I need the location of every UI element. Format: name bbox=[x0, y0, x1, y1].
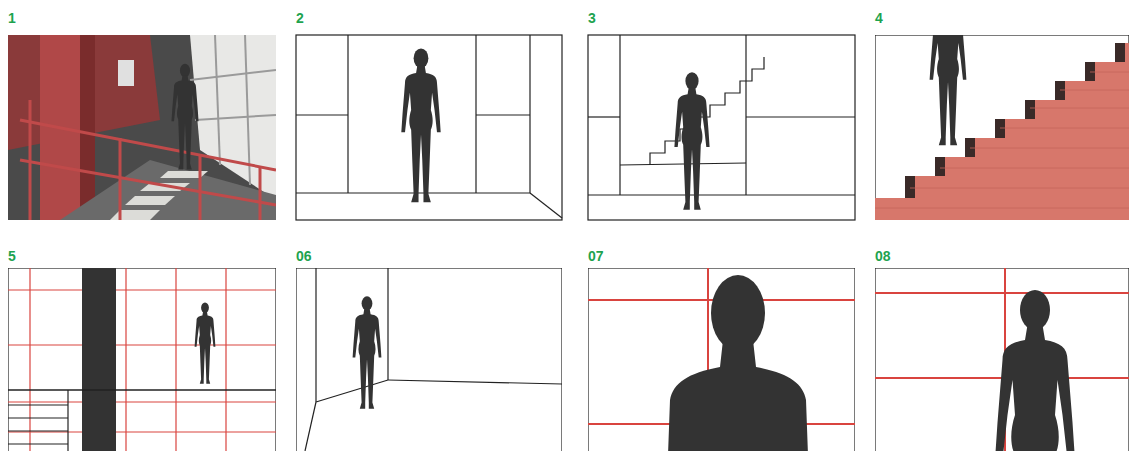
panel-number: 07 bbox=[588, 248, 604, 264]
person-silhouette bbox=[195, 303, 216, 384]
photo-background bbox=[8, 35, 276, 220]
panel-number: 08 bbox=[875, 248, 891, 264]
panel-number: 1 bbox=[8, 10, 16, 26]
panel-number: 2 bbox=[296, 10, 304, 26]
closeup-panel bbox=[588, 268, 855, 451]
stairs-sketch bbox=[8, 390, 68, 451]
panel-number: 3 bbox=[588, 10, 596, 26]
brick-stair-face bbox=[875, 43, 1129, 220]
person-silhouette bbox=[401, 48, 440, 202]
column-shadow bbox=[80, 35, 95, 220]
floor-line bbox=[8, 389, 276, 391]
corner-room-panel bbox=[296, 268, 562, 451]
person-silhouette bbox=[995, 290, 1075, 451]
person-silhouette bbox=[674, 72, 709, 210]
person-silhouette bbox=[171, 64, 198, 170]
room-sketch bbox=[296, 35, 562, 220]
wall-notice bbox=[118, 60, 134, 86]
panel-number: 06 bbox=[296, 248, 312, 264]
room-sketch bbox=[588, 35, 855, 220]
brick-stairs-panel bbox=[875, 35, 1129, 220]
red-grid bbox=[8, 268, 276, 451]
person-silhouette bbox=[353, 296, 382, 409]
room-sketch bbox=[305, 268, 562, 451]
brick-joints bbox=[875, 72, 1129, 208]
grid-panel bbox=[8, 268, 276, 451]
panel-number: 5 bbox=[8, 248, 16, 264]
person-silhouette bbox=[668, 275, 808, 451]
dark-column bbox=[82, 268, 116, 451]
person-silhouette bbox=[930, 35, 967, 145]
panel-number: 4 bbox=[875, 10, 883, 26]
stair-landing bbox=[60, 160, 276, 220]
medium-shot-panel bbox=[875, 268, 1129, 451]
stair-railing bbox=[20, 100, 276, 220]
photo-panel bbox=[8, 35, 276, 220]
